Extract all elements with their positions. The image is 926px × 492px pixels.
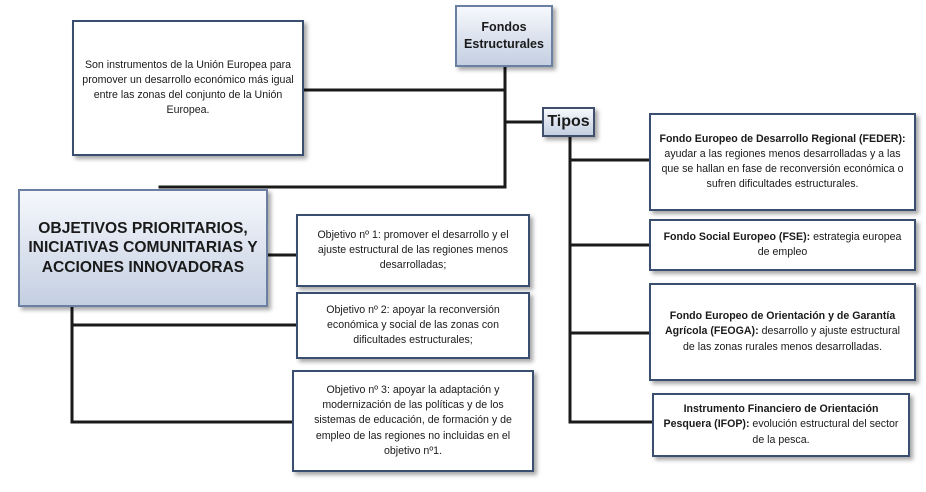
fund-fse-description: estrategia europea de empleo: [757, 230, 902, 258]
objective-1-node: Objetivo nº 1: promover el desarrollo y …: [296, 214, 530, 287]
fund-fse-node: Fondo Social Europeo (FSE): estrategia e…: [649, 219, 916, 271]
fund-feder-description: ayudar a las regiones menos desarrollada…: [661, 147, 904, 191]
objective-2-node: Objetivo nº 2: apoyar la reconversión ec…: [296, 292, 530, 359]
objective-3-text: Objetivo nº 3: apoyar la adaptación y mo…: [314, 384, 512, 457]
fund-feder-name: Fondo Europeo de Desarrollo Regional (FE…: [659, 132, 906, 145]
fund-feoga-node: Fondo Europeo de Orientación y de Garant…: [649, 283, 916, 381]
objective-2-text: Objetivo nº 2: apoyar la reconversión ec…: [326, 303, 500, 347]
fund-ifop-description: evolución estructural del sector de la p…: [749, 418, 899, 446]
fund-feder-node: Fondo Europeo de Desarrollo Regional (FE…: [649, 113, 916, 211]
fund-ifop-node: Instrumento Financiero de Orientación Pe…: [652, 393, 910, 457]
objective-1-text: Objetivo nº 1: promover el desarrollo y …: [317, 228, 509, 272]
objetivos-heading: OBJETIVOS PRIORITARIOS, INICIATIVAS COMU…: [28, 220, 258, 276]
root-line-2: Estructurales: [464, 37, 544, 51]
description-text: Son instrumentos de la Unión Europea par…: [82, 58, 294, 117]
description-node: Son instrumentos de la Unión Europea par…: [72, 20, 304, 156]
tipos-label: Tipos: [547, 112, 590, 130]
fund-feoga-name: Fondo Europeo de Orientación y de Garant…: [665, 310, 896, 338]
root-line-1: Fondos: [481, 20, 527, 35]
fund-feoga-description: desarrollo y ajuste estructural de las z…: [682, 325, 900, 353]
objective-3-node: Objetivo nº 3: apoyar la adaptación y mo…: [292, 370, 534, 472]
tipos-node: Tipos: [542, 107, 595, 137]
fund-ifop-name: Instrumento Financiero de Orientación Pe…: [663, 403, 879, 431]
fondos-estructurales-node: Fondos Estructurales: [455, 5, 553, 67]
objetivos-node: OBJETIVOS PRIORITARIOS, INICIATIVAS COMU…: [18, 189, 268, 307]
fund-fse-name: Fondo Social Europeo (FSE):: [663, 230, 811, 243]
